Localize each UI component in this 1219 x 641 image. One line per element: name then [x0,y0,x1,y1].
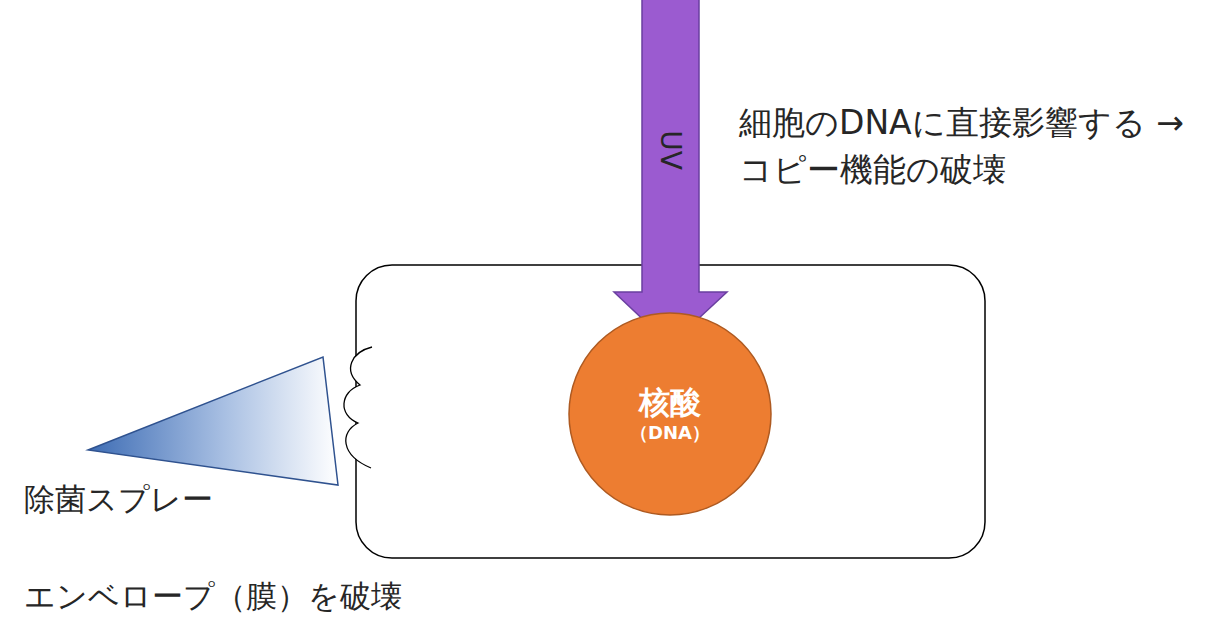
circle-shape [569,313,771,515]
nucleus-circle: 核酸（DNA） [568,312,772,516]
spray-effect-note: エンベロープ（膜）を破壊 [24,575,402,618]
spray-cone [88,357,338,485]
arrow-shape [614,0,727,345]
spray-label: 除菌スプレー [24,478,213,521]
membrane-damage [344,347,372,468]
uv-arrow-shape [612,0,729,348]
uv-text: UV [654,130,687,170]
uv-arrow: UV [612,0,729,348]
nucleus-subtitle: （DNA） [630,421,710,444]
nucleus-title: 核酸 [639,384,701,421]
text-stack: 核酸（DNA） [568,312,772,516]
uv-effect-note: 細胞のDNAに直接影響する →コピー機能の破壊 [739,100,1214,194]
